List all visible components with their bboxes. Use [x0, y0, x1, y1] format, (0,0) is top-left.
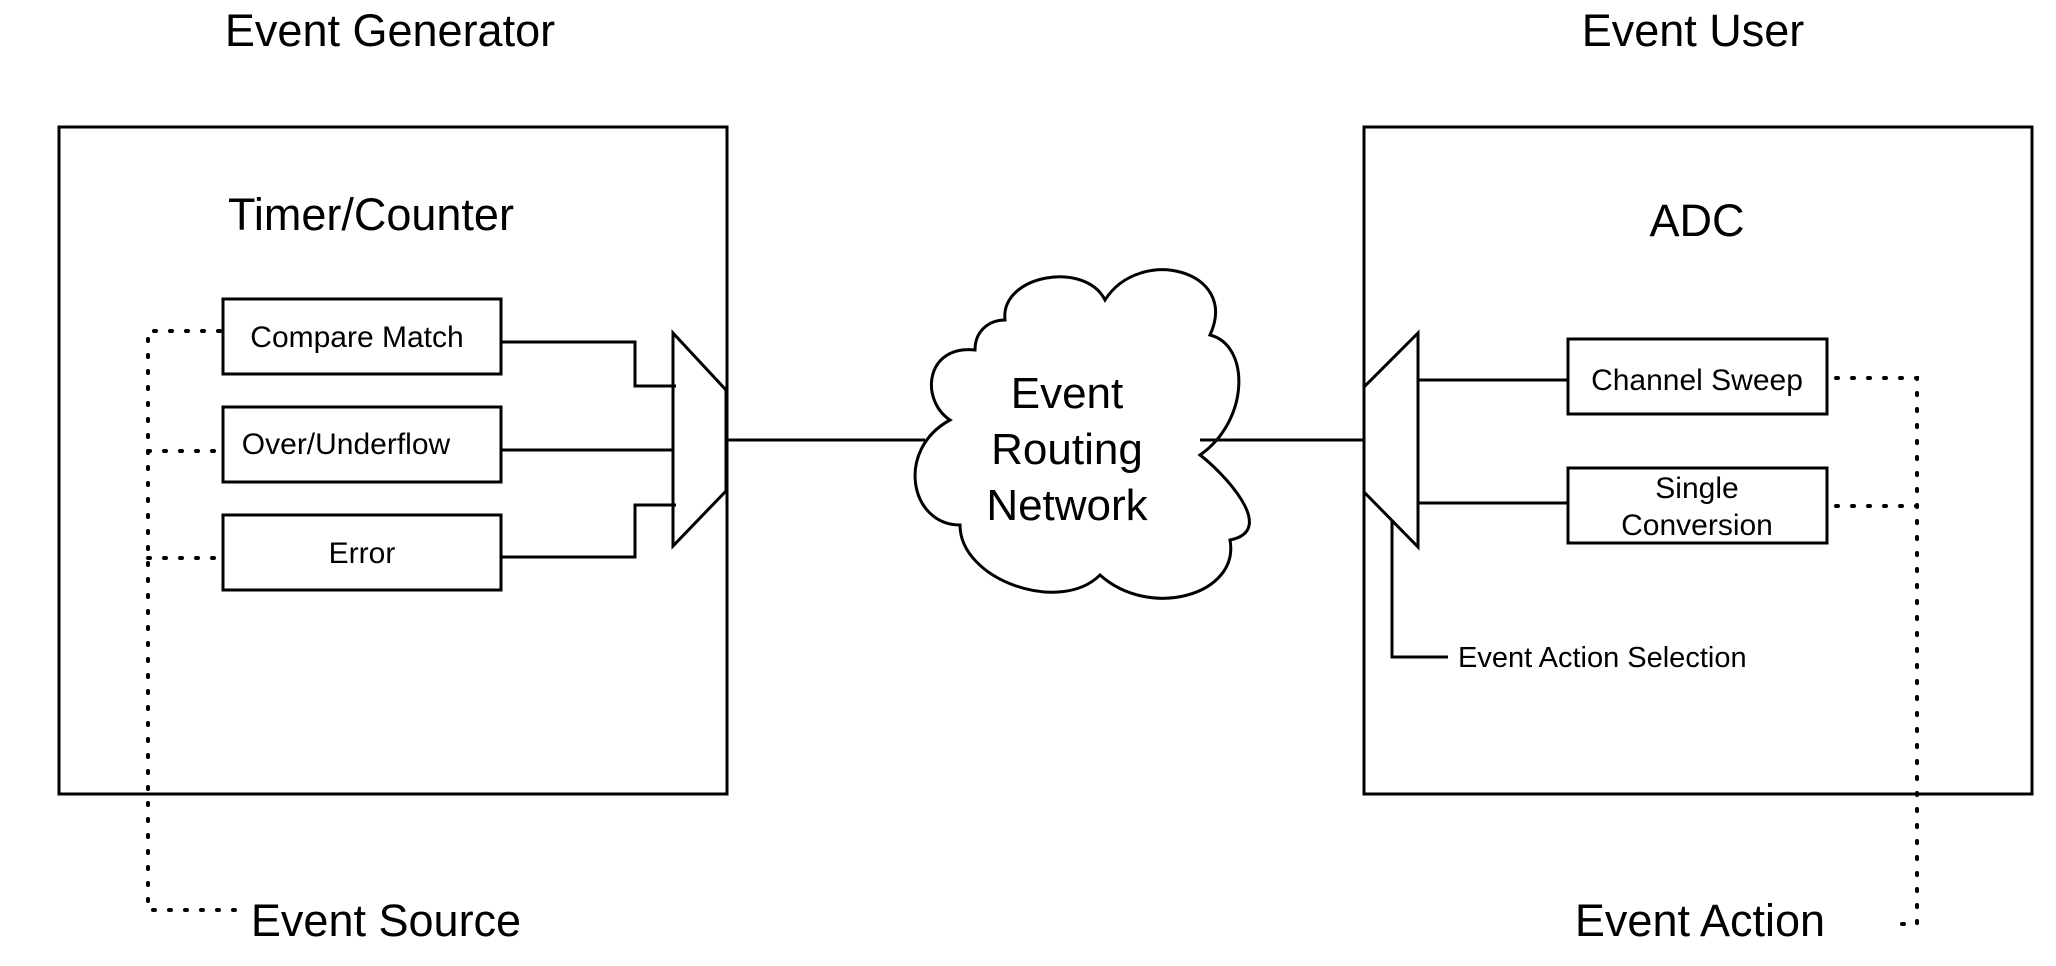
- compare-match-wire: [501, 340, 676, 388]
- single-conversion-label-line1: Single: [1655, 472, 1738, 505]
- channel-sweep-box: [1566, 337, 1829, 416]
- event-routing-network-cloud: [913, 268, 1251, 600]
- event-source-bracket: [146, 329, 238, 912]
- compare-match-box: [221, 297, 503, 376]
- generator-multiplexer: [671, 329, 728, 550]
- user-multiplexer: [1362, 329, 1420, 551]
- over-underflow-label: Over/Underflow: [242, 428, 451, 461]
- timer-counter-title: Timer/Counter: [228, 189, 514, 240]
- event-action-selection-label: Event Action Selection: [1458, 642, 1747, 674]
- event-action-bracket: [1834, 376, 1919, 926]
- error-label: Error: [329, 537, 396, 570]
- network-label-line2: Routing: [991, 425, 1143, 474]
- event-generator-heading: Event Generator: [225, 5, 555, 56]
- event-source-heading: Event Source: [251, 895, 521, 946]
- network-label-line3: Network: [986, 481, 1148, 530]
- error-wire: [501, 503, 676, 559]
- single-conversion-box: [1566, 466, 1829, 545]
- adc-title: ADC: [1649, 195, 1744, 246]
- compare-match-label: Compare Match: [250, 321, 463, 354]
- network-label-line1: Event: [1011, 369, 1124, 418]
- single-conversion-label-line2: Conversion: [1621, 509, 1773, 542]
- adc-block: [1362, 125, 2034, 796]
- event-action-selection-wire: [1390, 520, 1448, 659]
- event-action-heading: Event Action: [1575, 895, 1825, 946]
- channel-sweep-label: Channel Sweep: [1591, 364, 1803, 397]
- over-underflow-box: [221, 405, 503, 484]
- error-box: [221, 513, 503, 592]
- event-user-heading: Event User: [1582, 5, 1805, 56]
